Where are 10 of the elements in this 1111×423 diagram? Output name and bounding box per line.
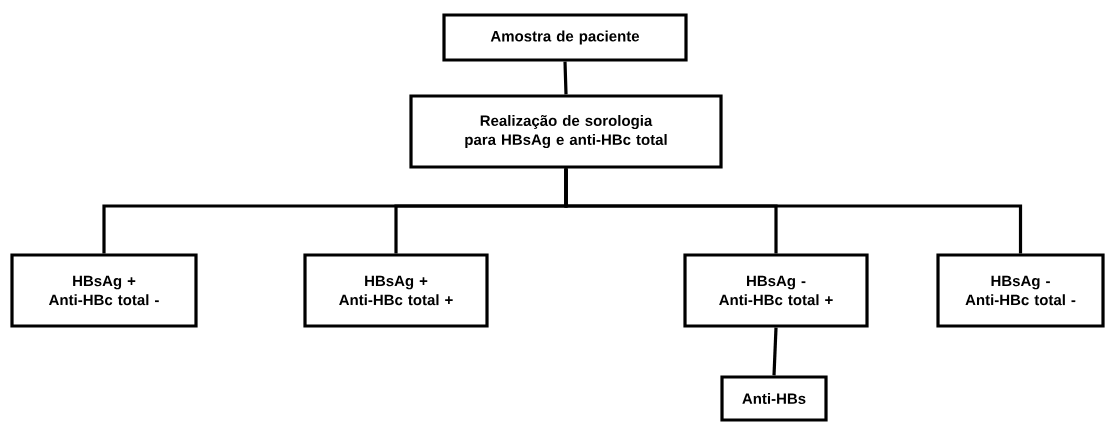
process-box: HBsAg + Anti-HBc total +: [303, 253, 489, 328]
process-box: Amostra de paciente: [442, 13, 688, 62]
process-box: HBsAg + Anti-HBc total -: [10, 253, 198, 328]
process-box: Anti-HBs: [720, 375, 828, 422]
connector-line: [563, 61, 568, 95]
process-box: HBsAg - Anti-HBc total -: [936, 253, 1105, 328]
connector-line: [564, 168, 1023, 254]
process-box: Realização de sorologia para HBsAg e anti-HBc total: [409, 94, 723, 169]
connector-line: [772, 327, 778, 376]
process-box: HBsAg - Anti-HBc total +: [683, 253, 869, 328]
